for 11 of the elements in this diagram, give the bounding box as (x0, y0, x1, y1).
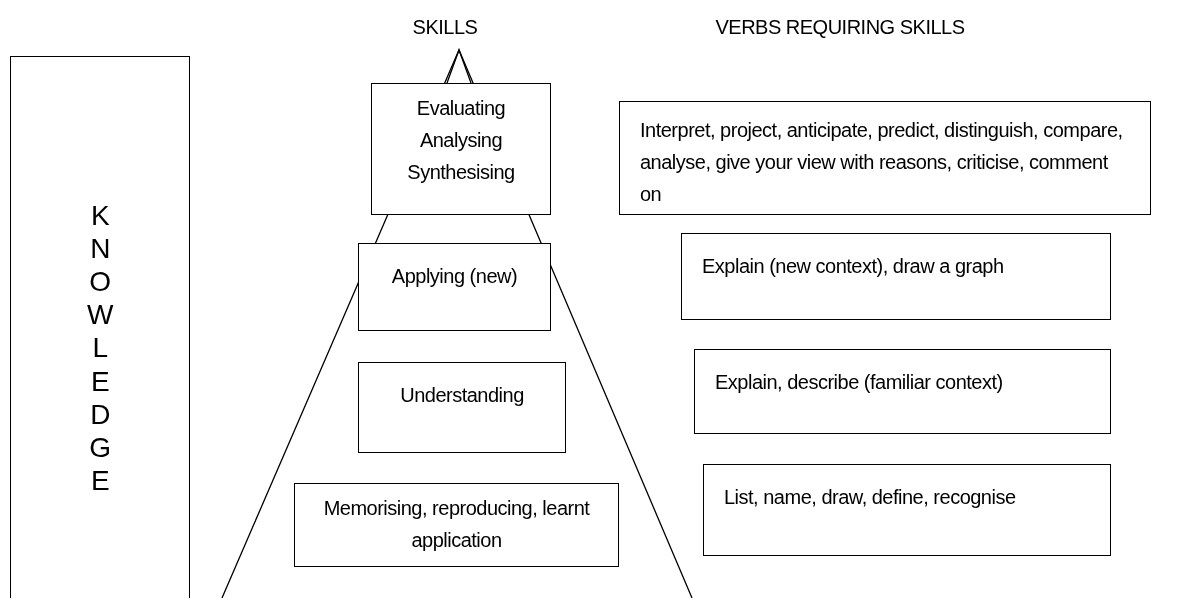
skill-box: Applying (new) (358, 243, 551, 331)
column-heading: SKILLS (411, 15, 479, 40)
skill-box: Evaluating Analysing Synthesising (371, 83, 551, 215)
skill-box: Memorising, reproducing, learnt application (294, 483, 619, 567)
verb-box: Explain (new context), draw a graph (681, 233, 1111, 320)
verb-box: Interpret, project, anticipate, predict, distinguish, compare, analyse, give your view with reasons, criticise, comment on (619, 101, 1151, 215)
verb-box: List, name, draw, define, recognise (703, 464, 1111, 556)
column-heading: VERBS REQUIRING SKILLS (714, 15, 966, 40)
knowledge-box: KNOWLEDGE (10, 56, 190, 598)
verb-box: Explain, describe (familiar context) (694, 349, 1111, 434)
skill-box: Understanding (358, 362, 566, 453)
